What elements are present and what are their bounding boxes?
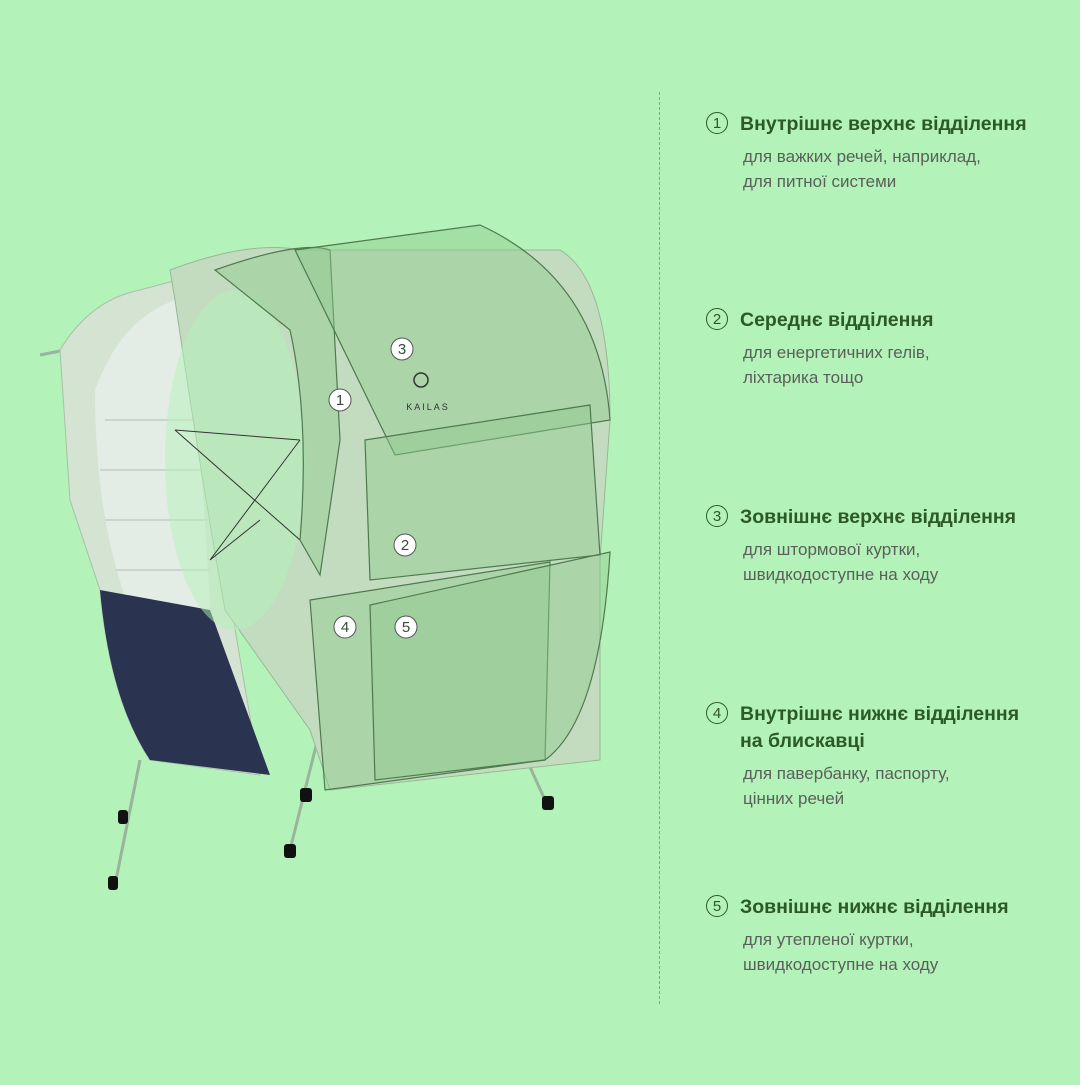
compartment-item-2: 2 Середнє відділення для енергетичних гел…	[706, 307, 1076, 390]
compartment-desc: для павербанку, паспорту,	[743, 764, 950, 783]
mesh-pattern	[100, 419, 210, 571]
dashed-divider	[659, 92, 660, 1004]
compartment-title: Зовнішнє верхнє відділення	[740, 506, 1017, 528]
compartment-desc: для утепленої куртки,	[743, 930, 914, 949]
vest-illustration: KAILAS 1 3 2 4 5	[39, 224, 611, 890]
title-line: на блискавці	[740, 730, 865, 752]
callout-1: 1	[336, 392, 344, 409]
callout-markers: 1 3 2 4 5	[328, 337, 418, 639]
compartment-desc: для питної системи	[743, 172, 897, 191]
number-badge: 1	[706, 112, 728, 134]
panel-3	[294, 224, 611, 456]
navy-side-panel	[100, 590, 270, 775]
number-badge: 5	[706, 895, 728, 917]
compartment-desc: швидкодоступне на ходу	[743, 955, 939, 974]
compartment-item-3: 3 Зовнішнє верхнє відділення для штормово…	[706, 504, 1076, 587]
svg-text:KAILAS: KAILAS	[406, 402, 450, 412]
compartment-panels	[213, 224, 611, 791]
compartment-item-1: 1 Внутрішнє верхнє відділення для важких …	[706, 111, 1076, 194]
compartment-desc: ліхтарика тощо	[743, 368, 864, 387]
number-badge: 3	[706, 505, 728, 527]
title-line: Внутрішнє нижнє відділення	[740, 703, 1020, 725]
compartment-item-5: 5 Зовнішнє нижнє відділення для утепленої…	[706, 894, 1076, 977]
compartment-desc: для штормової куртки,	[743, 540, 921, 559]
callout-4: 4	[341, 619, 349, 636]
panel-1	[213, 246, 341, 577]
arm-opening	[165, 290, 305, 630]
compartment-title: Зовнішнє нижнє відділення	[740, 896, 1009, 918]
compartment-title: Внутрішнє нижнє відділення на блискавці	[740, 701, 1019, 755]
callout-3: 3	[398, 341, 406, 358]
bungee-lace	[174, 429, 301, 561]
compartment-desc: цінних речей	[743, 789, 845, 808]
panel-5	[369, 551, 611, 781]
number-badge: 2	[706, 308, 728, 330]
panel-2	[364, 404, 601, 581]
number-badge: 4	[706, 702, 728, 724]
compartment-desc: швидкодоступне на ходу	[743, 565, 939, 584]
compartment-desc: для важких речей, наприклад,	[743, 147, 981, 166]
callout-2: 2	[401, 537, 409, 554]
kailas-logo: KAILAS	[406, 372, 450, 412]
callout-5: 5	[402, 619, 410, 636]
compartment-title: Внутрішнє верхнє відділення	[740, 113, 1027, 135]
compartment-desc: для енергетичних гелів,	[743, 343, 930, 362]
compartment-title: Середнє відділення	[740, 309, 934, 331]
